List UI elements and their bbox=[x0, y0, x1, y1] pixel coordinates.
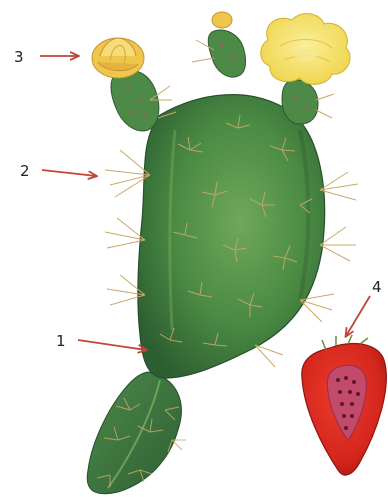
callout-label-3: 3 bbox=[14, 48, 24, 66]
callout-label-1: 1 bbox=[56, 332, 66, 350]
main-pad bbox=[105, 95, 358, 378]
flower-stem-right bbox=[282, 80, 334, 124]
flower bbox=[261, 14, 350, 85]
flower-bud bbox=[92, 38, 144, 78]
arrow-4 bbox=[346, 296, 370, 336]
callout-label-2: 2 bbox=[20, 162, 30, 180]
fruit bbox=[302, 335, 387, 475]
bud-stem-middle bbox=[192, 12, 246, 77]
lower-pad bbox=[87, 372, 186, 494]
arrow-2 bbox=[42, 170, 96, 176]
callout-label-4: 4 bbox=[372, 278, 382, 296]
arrow-1 bbox=[78, 340, 146, 350]
